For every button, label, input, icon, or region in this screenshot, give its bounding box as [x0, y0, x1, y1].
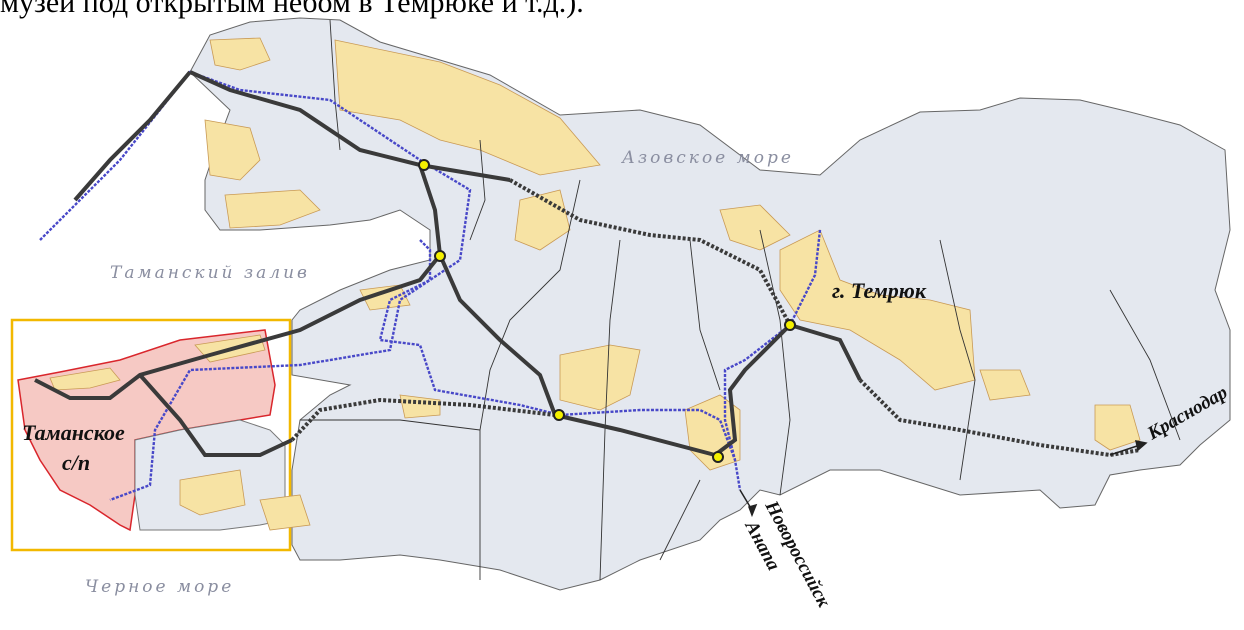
railways-planned	[290, 178, 1141, 458]
temryuk-label: г. Темрюк	[832, 278, 927, 303]
railways	[34, 70, 862, 457]
junction-marker	[784, 319, 796, 331]
land-area	[10, 17, 1231, 591]
junction-marker	[553, 409, 565, 421]
taman-sp-label-line1: Таманское	[22, 420, 125, 445]
junctions	[418, 159, 796, 463]
header-text: музей под открытым небом в Темрюке и т.д…	[0, 0, 584, 19]
inset-frame	[10, 318, 292, 552]
junction-marker	[712, 451, 724, 463]
azov-sea-label: Азовское море	[621, 148, 794, 168]
junction-marker	[418, 159, 430, 171]
district-borders	[300, 19, 1181, 581]
black-sea-label: Черное море	[85, 577, 234, 597]
taman-sp-label-line2: с/п	[62, 450, 90, 475]
junction-marker	[434, 250, 446, 262]
taman-bay-label: Таманский залив	[110, 263, 310, 283]
route-arrows	[739, 440, 1148, 518]
